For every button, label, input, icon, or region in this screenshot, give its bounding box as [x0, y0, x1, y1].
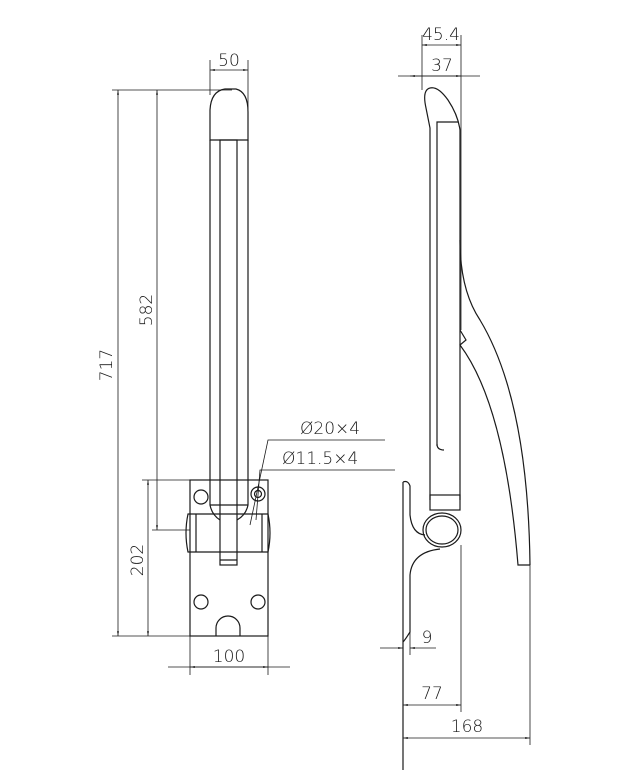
mounting-hole [193, 594, 209, 610]
callout-label: Ø20×4 [300, 419, 360, 439]
dimension-label: 50 [218, 51, 240, 71]
dimension-depth-arm: 37 [398, 56, 480, 77]
dimension-height-plate: 202 [128, 480, 149, 636]
mounting-hole [193, 489, 209, 505]
hinge-pivot [422, 512, 462, 548]
callout-hole-large: Ø20×4 [249, 419, 385, 526]
dimension-depth-total: 168 [403, 565, 531, 745]
plate-notch [215, 615, 241, 636]
arm-side [424, 87, 431, 500]
dimension-label: 45.4 [422, 25, 460, 45]
front-view: 50 717 582 202 100 [97, 51, 395, 675]
dimension-label: 168 [451, 717, 483, 737]
mounting-hole [250, 594, 266, 610]
dimension-label: 77 [421, 684, 443, 704]
dimension-label: 202 [128, 544, 148, 576]
arm-tube-outer [209, 140, 221, 521]
hinge-block [185, 513, 271, 553]
dimension-plate-thickness: 9 [380, 628, 436, 655]
dimension-label: 100 [213, 647, 245, 667]
callout-hole-small: Ø11.5×4 [255, 449, 395, 521]
dimension-width-plate: 100 [168, 636, 290, 675]
dimension-width-top: 50 [209, 51, 249, 71]
dimension-height-arm: 582 [137, 90, 158, 530]
arm-tube-inner [219, 139, 238, 566]
dimension-label: 37 [431, 56, 453, 76]
dimension-depth-cap: 45.4 [422, 25, 461, 46]
mounting-plate [189, 479, 269, 637]
arm-end-cap [209, 88, 249, 141]
callout-label: Ø11.5×4 [282, 449, 358, 469]
dimension-label: 9 [422, 628, 433, 648]
side-view: 45.4 37 9 [380, 25, 531, 770]
curved-support [459, 239, 531, 566]
dimension-depth-hinge: 77 [403, 545, 462, 712]
dimension-height-total: 717 [97, 90, 119, 636]
dimension-label: 717 [97, 349, 117, 381]
dimension-label: 582 [137, 294, 157, 326]
